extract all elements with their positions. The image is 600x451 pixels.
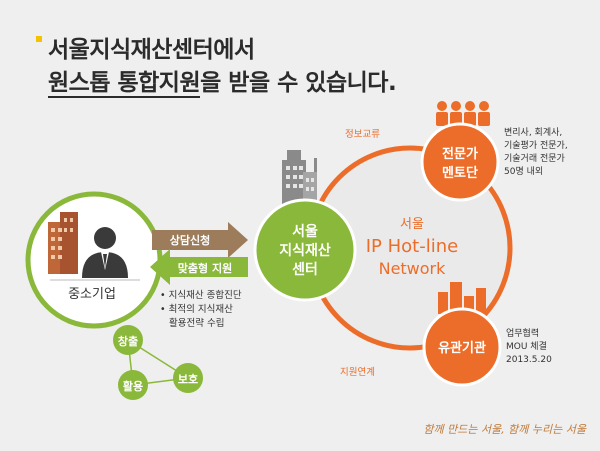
center-line2: 지식재산 <box>279 242 331 259</box>
create-circle <box>113 325 143 355</box>
mentor-circle <box>420 122 500 202</box>
title-line2-rest: 을 받을 수 있습니다. <box>200 70 397 96</box>
agency-description: 업무협력 MOU 체결 2013.5.20 <box>506 329 552 365</box>
title-line2: 원스톱 통합지원을 받을 수 있습니다. <box>48 67 397 100</box>
mentor-description: 변리사, 회계사, 기술평가 전문가, 기술거래 전문가 50명 내외 <box>504 128 568 177</box>
protect-label: 보호 <box>178 372 198 386</box>
support-label: 맞춤형 지원 <box>178 261 232 275</box>
network-line3: Network <box>379 259 447 278</box>
agency-label: 유관기관 <box>438 340 486 356</box>
mentor-line2: 멘토단 <box>442 165 478 181</box>
protect-circle <box>173 363 203 393</box>
mentor-line1: 전문가 <box>442 146 478 162</box>
network-line2: IP Hot-line <box>366 236 458 257</box>
services-list: • 지식재산 종합진단 • 최적의 지식재산 활용전략 수립 <box>160 289 242 331</box>
info-exchange-label: 정보교류 <box>345 129 380 140</box>
service-item: • 최적의 지식재산 <box>160 304 233 315</box>
agency-buildings-icon <box>438 282 486 314</box>
center-circle <box>253 198 357 302</box>
use-label: 활용 <box>123 379 143 393</box>
footer-slogan: 함께 만드는 서울, 함께 누리는 서울 <box>423 423 586 436</box>
consult-label: 상담신청 <box>170 233 210 247</box>
experts-icon <box>436 101 490 126</box>
consult-arrow <box>152 222 248 258</box>
page-title: 서울지식재산센터에서 원스톱 통합지원을 받을 수 있습니다. <box>48 34 397 100</box>
title-emphasis: 원스톱 통합지원 <box>48 70 201 98</box>
title-bullet <box>36 36 42 42</box>
center-line1: 서울 <box>292 223 318 240</box>
company-label: 중소기업 <box>68 287 116 302</box>
service-item: 활용전략 수립 <box>169 318 225 329</box>
agency-circle <box>422 307 502 387</box>
support-arrow <box>150 249 248 285</box>
link-support-label: 지원연계 <box>340 366 375 378</box>
service-item: • 지식재산 종합진단 <box>160 290 242 301</box>
center-line3: 센터 <box>292 262 318 278</box>
building-icon <box>48 212 78 274</box>
use-circle <box>118 370 148 400</box>
businessman-icon <box>82 227 128 278</box>
network-line1: 서울 <box>400 217 424 232</box>
title-line1: 서울지식재산센터에서 <box>48 37 255 63</box>
create-label: 창출 <box>118 334 138 348</box>
